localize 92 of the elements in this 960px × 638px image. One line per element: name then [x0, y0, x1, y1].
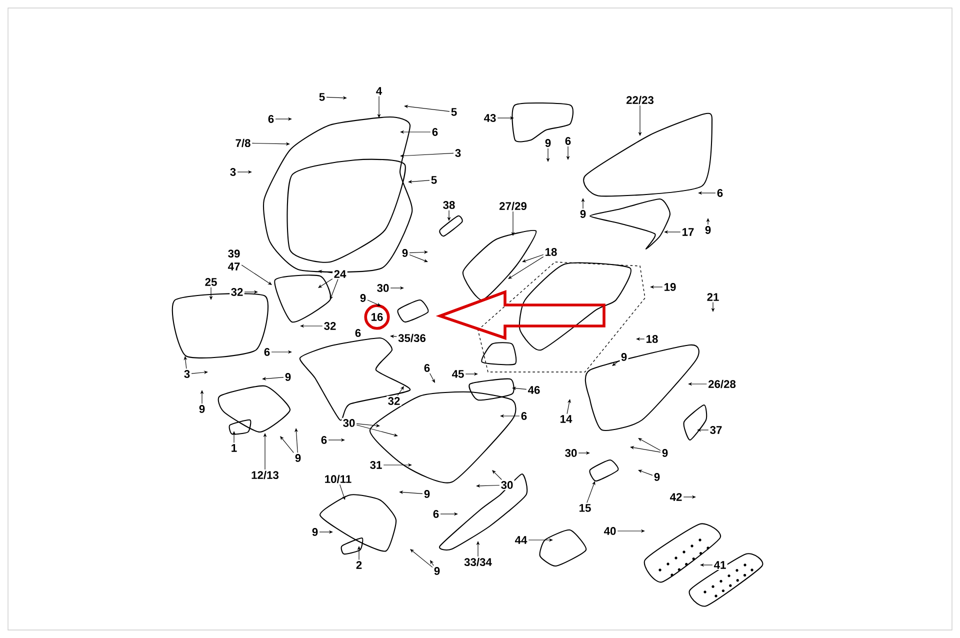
callout-number: 35/36 — [396, 332, 428, 344]
leader-line — [566, 399, 571, 414]
leader-line — [508, 256, 544, 279]
leader-line — [400, 152, 454, 158]
callout-number: 38 — [442, 200, 456, 210]
callout-number: 6 — [262, 346, 272, 358]
callout-number: 9 — [422, 488, 432, 500]
callout-number: 17 — [680, 227, 696, 237]
callout-number: 9 — [704, 224, 712, 236]
callout-number: 9 — [432, 566, 442, 576]
callout-number: 9 — [660, 448, 670, 458]
callout-number: 46 — [526, 384, 542, 396]
leader-line — [409, 254, 428, 262]
callout-number: 9 — [620, 352, 628, 362]
callout-number: 9 — [198, 404, 206, 414]
leader-line — [430, 373, 435, 383]
leader-line — [280, 436, 294, 453]
leader-line — [397, 386, 404, 396]
callout-number: 6 — [354, 328, 362, 338]
callout-number: 30 — [342, 418, 356, 428]
callout-number: 30 — [564, 448, 578, 458]
callout-number: 18 — [544, 246, 558, 258]
callout-number: 30 — [376, 282, 390, 294]
callout-number: 41 — [712, 560, 728, 570]
leader-line — [356, 423, 380, 428]
callout-number: 10/11 — [323, 474, 353, 484]
callout-number: 22/23 — [624, 94, 656, 106]
callout-number: 21 — [706, 292, 720, 302]
callout-number: 32 — [386, 396, 402, 406]
callout-number: 12/13 — [250, 470, 280, 480]
callout-number: 19 — [662, 282, 678, 292]
leader-line — [241, 264, 272, 285]
callout-number: 32 — [322, 320, 338, 332]
callout-number: 9 — [400, 248, 410, 258]
callout-number: 9 — [284, 372, 292, 382]
callout-number: 18 — [644, 334, 660, 344]
callout-number: 6 — [432, 508, 440, 520]
callout-number: 24 — [332, 268, 348, 280]
leader-line — [612, 360, 620, 366]
callout-number: 9 — [544, 138, 552, 148]
leader-line — [638, 470, 653, 476]
callout-number: 39 47 — [226, 248, 242, 272]
callout-number: 6 — [320, 434, 328, 446]
leader-line — [318, 278, 333, 288]
callout-number: 7/8 — [234, 138, 252, 148]
callout-number: 9 — [358, 292, 368, 304]
callout-number: 6 — [520, 410, 528, 422]
callout-number: 9 — [294, 452, 302, 464]
callout-number: 45 — [450, 368, 466, 380]
leader-line — [399, 490, 423, 494]
callout-number: 37 — [708, 424, 724, 436]
callout-number: 6 — [564, 136, 572, 146]
callout-number: 5 — [450, 106, 458, 118]
callout-number: 9 — [310, 526, 320, 538]
callout-number: 6 — [430, 126, 440, 138]
callout-number: 44 — [514, 535, 528, 545]
leader-line — [522, 254, 544, 262]
callout-number: 30 — [500, 480, 514, 490]
callout-number: 6 — [422, 362, 432, 374]
callout-number: 26/28 — [706, 378, 738, 390]
callout-number: 5 — [318, 92, 326, 102]
leader-line — [638, 438, 661, 451]
callout-number: 3 — [228, 166, 238, 178]
callout-number: 3 — [182, 368, 192, 380]
callout-number: 9 — [652, 472, 662, 482]
callout-number: 43 — [482, 112, 498, 124]
callout-number: 33/34 — [462, 556, 494, 568]
callout-number: 31 — [368, 460, 384, 470]
callout-number: 3 — [454, 148, 462, 158]
callout-number: 1 — [230, 443, 238, 453]
callout-number: 25 — [204, 276, 218, 288]
leader-line — [492, 470, 502, 480]
callout-number: 32 — [230, 286, 244, 298]
callout-number: 40 — [602, 526, 618, 536]
leader-line — [390, 334, 397, 338]
callout-number: 42 — [668, 492, 684, 502]
callout-number: 27/29 — [498, 200, 528, 212]
leader-line — [340, 484, 346, 500]
callout-number: 4 — [374, 86, 384, 96]
leader-line — [367, 300, 381, 306]
leader-line — [512, 386, 527, 390]
callout-number: 9 — [578, 208, 588, 220]
leader-line — [410, 549, 433, 568]
callout-number: 6 — [266, 114, 276, 124]
callout-number: 2 — [354, 560, 364, 570]
callout-number: 15 — [578, 502, 592, 514]
callout-number: 5 — [430, 174, 438, 186]
leader-line — [330, 279, 338, 300]
leader-line — [586, 481, 596, 503]
callout-number: 6 — [716, 188, 724, 198]
leader-line — [430, 560, 434, 566]
callout-number: 14 — [558, 414, 574, 424]
